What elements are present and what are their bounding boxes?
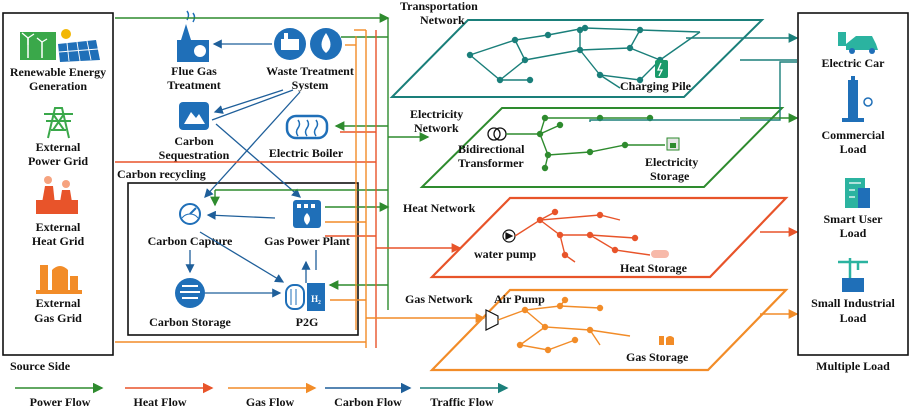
carbon-capture-label: Carbon Capture bbox=[148, 234, 233, 248]
air-pump-icon bbox=[485, 309, 499, 331]
legend-power-label: Power Flow bbox=[30, 395, 91, 409]
heat-storage-icon bbox=[651, 250, 669, 258]
power-tower-icon bbox=[44, 107, 73, 139]
heat-network-plane bbox=[429, 196, 789, 279]
carbon-storage-icon bbox=[175, 278, 205, 308]
load-small-industrial-line1: Small Industrial bbox=[811, 296, 895, 310]
water-pump-label: water pump bbox=[474, 247, 536, 261]
electric-boiler-label: Electric Boiler bbox=[269, 146, 344, 160]
gas-network-plane bbox=[429, 288, 789, 372]
multiple-load-box bbox=[797, 12, 909, 356]
bidirectional-transformer-line2: Transformer bbox=[458, 156, 524, 170]
carbon-recycling-label: Carbon recycling bbox=[117, 167, 206, 181]
legend: Power Flow Heat Flow Gas Flow Carbon Flo… bbox=[15, 382, 509, 409]
building-icon bbox=[845, 178, 870, 208]
p2g-h2-badge: H₂ bbox=[311, 294, 321, 304]
waste-treatment-line2: System bbox=[292, 78, 329, 92]
electricity-storage-line2: Storage bbox=[650, 169, 690, 183]
heat-storage-label: Heat Storage bbox=[620, 261, 688, 275]
electricity-network-line2: Network bbox=[414, 121, 459, 135]
transportation-graph bbox=[466, 24, 701, 89]
transportation-network-line1: Transportation bbox=[400, 0, 478, 13]
load-flow-lines bbox=[589, 33, 799, 319]
multiple-load-title: Multiple Load bbox=[816, 359, 890, 373]
legend-gas-label: Gas Flow bbox=[246, 395, 295, 409]
transportation-network-plane bbox=[389, 19, 765, 98]
electric-boiler-icon bbox=[285, 114, 329, 140]
electricity-network-plane bbox=[419, 107, 785, 188]
electricity-storage-line1: Electricity bbox=[645, 155, 698, 169]
carbon-sequestration-icon bbox=[179, 102, 209, 130]
p2g-icon: H₂ bbox=[285, 283, 325, 311]
gas-power-plant-icon bbox=[293, 200, 321, 228]
gas-plant-icon bbox=[36, 265, 82, 294]
transportation-network-line2: Network bbox=[420, 13, 465, 27]
gas-storage-icon bbox=[659, 336, 674, 345]
factory-icon bbox=[36, 176, 78, 214]
air-pump-label: Air Pump bbox=[494, 292, 545, 306]
crane-icon bbox=[838, 258, 868, 292]
electricity-storage-icon bbox=[666, 137, 680, 151]
power-flow-lines bbox=[115, 13, 430, 310]
charging-pile-label: Charging Pile bbox=[620, 79, 692, 93]
waste-treatment-line1: Waste Treatment bbox=[266, 64, 354, 78]
flue-gas-line1: Flue Gas bbox=[171, 64, 217, 78]
carbon-capture-icon bbox=[179, 203, 201, 225]
source-gas-grid-line2: Gas Grid bbox=[34, 311, 82, 325]
gas-network-label: Gas Network bbox=[405, 292, 473, 306]
electricity-graph bbox=[506, 114, 665, 172]
commercial-tower-icon bbox=[842, 76, 873, 122]
legend-traffic-label: Traffic Flow bbox=[430, 395, 494, 409]
carbon-recycling-box bbox=[127, 182, 359, 336]
load-smart-user-line1: Smart User bbox=[824, 212, 884, 226]
source-gas-grid-line1: External bbox=[36, 296, 81, 310]
legend-heat-label: Heat Flow bbox=[134, 395, 187, 409]
heat-network-label: Heat Network bbox=[403, 201, 476, 215]
p2g-label: P2G bbox=[296, 315, 319, 329]
carbon-sequestration-line2: Sequestration bbox=[159, 148, 230, 162]
bidirectional-transformer-line1: Bidirectional bbox=[458, 142, 525, 156]
electric-car-icon bbox=[838, 32, 878, 54]
electricity-network-line1: Electricity bbox=[410, 107, 463, 121]
flue-gas-line2: Treatment bbox=[167, 78, 221, 92]
legend-carbon-label: Carbon Flow bbox=[334, 395, 402, 409]
load-small-industrial-line2: Load bbox=[840, 311, 867, 325]
source-side-title: Source Side bbox=[10, 359, 71, 373]
source-side-box bbox=[2, 12, 114, 356]
gas-graph bbox=[497, 296, 631, 354]
source-power-grid-line2: Power Grid bbox=[28, 154, 88, 168]
carbon-flow-lines bbox=[185, 39, 317, 298]
source-power-grid-line1: External bbox=[36, 140, 81, 154]
heat-flow-lines bbox=[115, 30, 462, 348]
wind-solar-icon bbox=[20, 29, 100, 62]
bidirectional-transformer-icon bbox=[487, 127, 507, 141]
load-smart-user-line2: Load bbox=[840, 226, 867, 240]
gas-storage-label: Gas Storage bbox=[626, 350, 689, 364]
source-renewable-line2: Generation bbox=[29, 79, 87, 93]
source-heat-grid-line2: Heat Grid bbox=[32, 234, 85, 248]
carbon-sequestration-line1: Carbon bbox=[174, 134, 214, 148]
gas-power-plant-label: Gas Power Plant bbox=[264, 234, 350, 248]
gas-flow-lines bbox=[115, 29, 486, 348]
source-renewable-line1: Renewable Energy bbox=[10, 65, 106, 79]
flue-gas-icon bbox=[177, 10, 209, 62]
heat-graph bbox=[514, 208, 651, 263]
water-pump-icon bbox=[502, 229, 516, 243]
charging-pile-icon bbox=[655, 60, 668, 78]
load-commercial-line2: Load bbox=[840, 142, 867, 156]
source-heat-grid-line1: External bbox=[36, 220, 81, 234]
waste-treatment-icon bbox=[274, 28, 342, 60]
load-commercial-line1: Commercial bbox=[821, 128, 885, 142]
carbon-storage-label: Carbon Storage bbox=[149, 315, 231, 329]
load-electric-car-label: Electric Car bbox=[822, 56, 886, 70]
